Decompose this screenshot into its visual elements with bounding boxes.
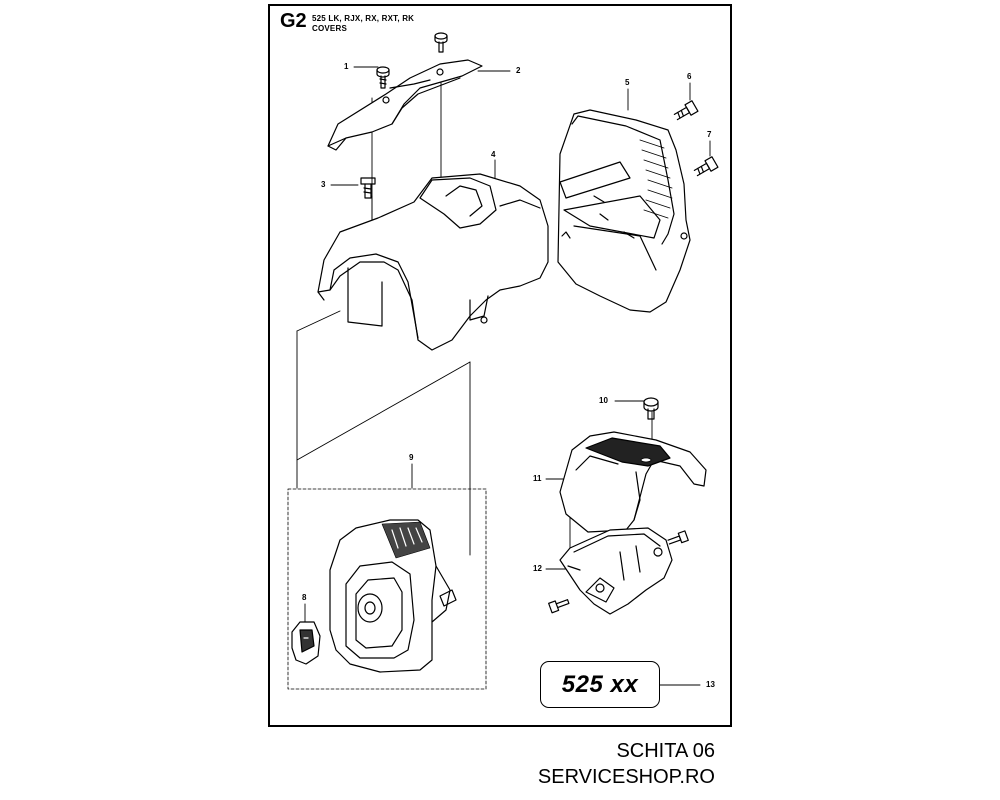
screw-part-6	[673, 100, 699, 121]
callout-11: 11	[533, 474, 542, 483]
callout-12: 12	[533, 564, 542, 573]
callout-1: 1	[344, 62, 349, 71]
screw-part-12a	[667, 530, 689, 545]
callout-5: 5	[625, 78, 630, 87]
top-cover-plate-part-2	[327, 59, 483, 151]
callout-6: 6	[687, 72, 692, 81]
callout-4: 4	[491, 150, 496, 159]
callout-8: 8	[302, 593, 307, 602]
callout-10: 10	[599, 396, 608, 405]
screw-part-1	[376, 66, 390, 89]
bracket-part-12	[559, 527, 673, 615]
screw-part-12b	[548, 599, 570, 614]
kit-boundary	[287, 488, 487, 690]
air-filter-cover-part-9	[329, 519, 457, 673]
sheet-number: SCHITA 06	[616, 740, 715, 762]
knob-part-8	[291, 621, 321, 665]
website-label: SERVICESHOP.RO	[537, 766, 715, 788]
callout-7: 7	[707, 130, 712, 139]
assembly-connector	[296, 310, 471, 556]
cylinder-cover-part-4	[317, 173, 549, 351]
handle-cover-part-11	[559, 431, 707, 533]
diagram-code: G2	[280, 10, 307, 32]
callout-3: 3	[321, 180, 326, 189]
screw-part-7	[693, 156, 719, 177]
rear-cover-part-5	[557, 109, 691, 313]
model-label: 525 xx	[561, 670, 639, 698]
screw-part-10	[643, 397, 659, 420]
callout-2: 2	[516, 66, 521, 75]
screw-part-2	[434, 32, 448, 53]
callout-13: 13	[706, 680, 715, 689]
screw-part-3	[360, 177, 376, 199]
callout-9: 9	[409, 453, 414, 462]
section-title: COVERS	[312, 24, 347, 33]
model-list: 525 LK, RJX, RX, RXT, RK	[312, 14, 415, 23]
model-label-box: 525 xx	[540, 661, 660, 708]
